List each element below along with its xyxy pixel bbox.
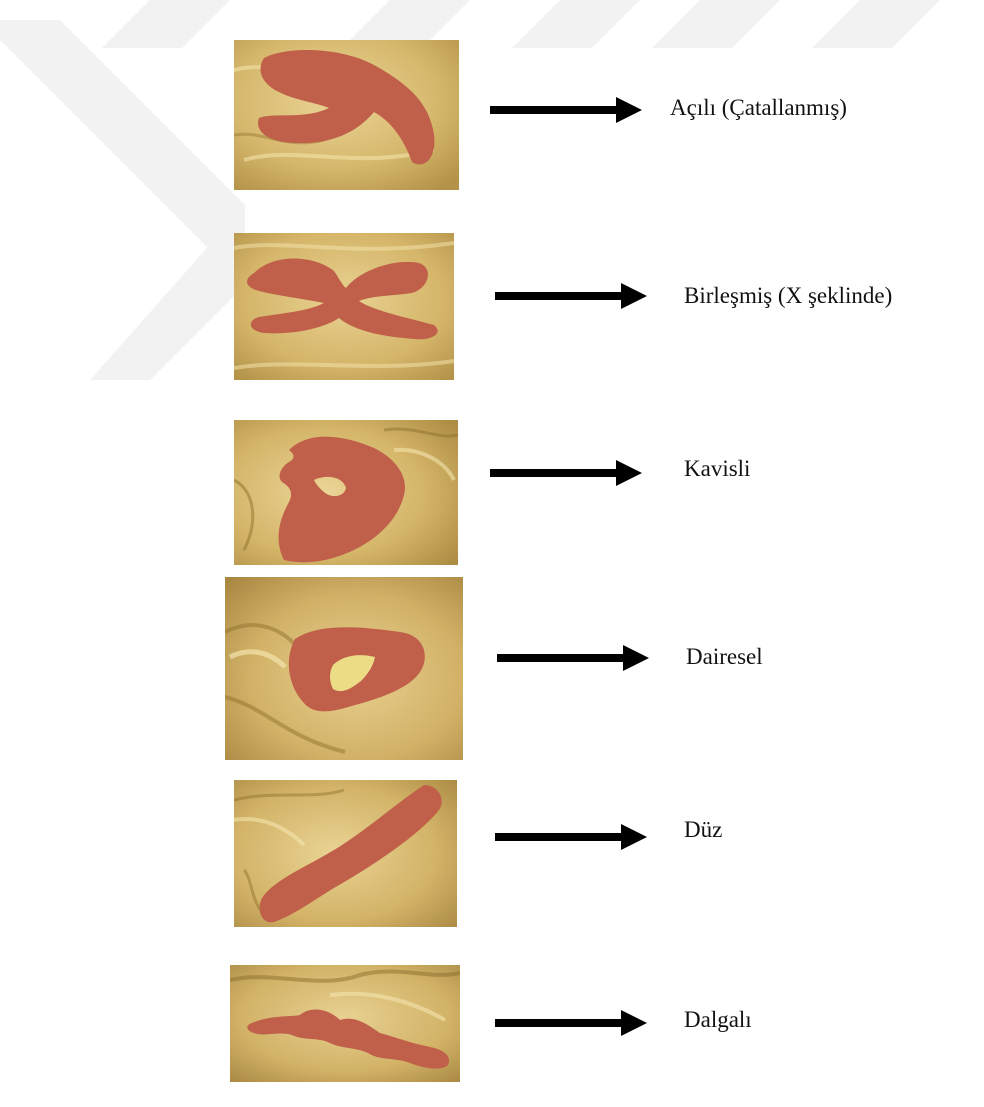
morphology-label: Dairesel bbox=[686, 643, 763, 671]
merged-canal-image bbox=[234, 233, 454, 380]
straight-canal-image bbox=[234, 780, 457, 927]
circular-canal-image bbox=[225, 577, 463, 760]
arrow-icon bbox=[495, 1008, 647, 1038]
angled-canal-image bbox=[234, 40, 459, 190]
arrow-icon bbox=[490, 95, 642, 125]
arrow-icon bbox=[490, 458, 642, 488]
morphology-label: Dalgalı bbox=[684, 1006, 752, 1034]
morphology-label: Açılı (Çatallanmış) bbox=[670, 94, 847, 122]
wavy-canal-image bbox=[230, 965, 460, 1082]
arrow-icon bbox=[495, 281, 647, 311]
morphology-label: Düz bbox=[684, 816, 722, 844]
curved-canal-image bbox=[234, 420, 458, 565]
arrow-icon bbox=[495, 822, 647, 852]
morphology-label: Kavisli bbox=[684, 455, 750, 483]
morphology-label: Birleşmiş (X şeklinde) bbox=[684, 282, 892, 310]
arrow-icon bbox=[497, 643, 649, 673]
